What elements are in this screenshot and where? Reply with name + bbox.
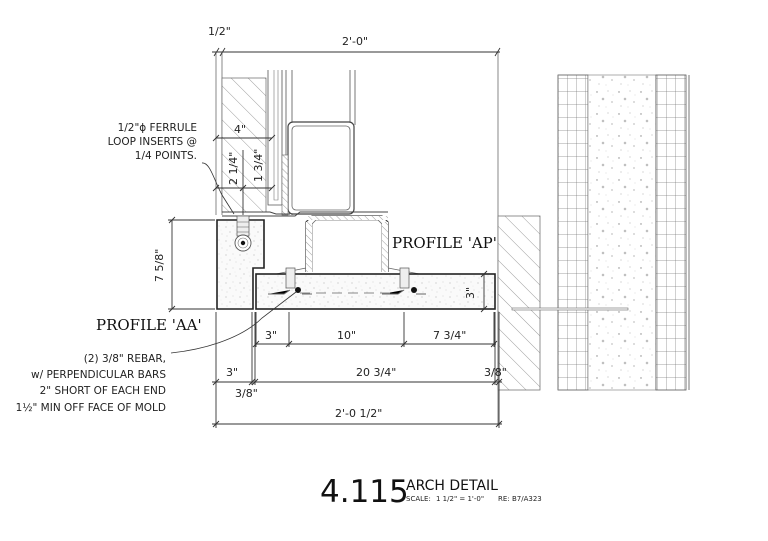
- upper-wall: [215, 52, 388, 217]
- svg-text:w/ PERPENDICULAR BARS: w/ PERPENDICULAR BARS: [31, 369, 166, 381]
- profile-aa-shape: [216, 219, 265, 310]
- detail-number: 4.115: [320, 474, 409, 510]
- detail-title: ARCH DETAIL: [406, 478, 498, 494]
- dim-top-overall: 2'-0": [342, 35, 368, 48]
- svg-text:1/2"ϕ FERRULE: 1/2"ϕ FERRULE: [118, 122, 197, 134]
- dim-seg-3: 3": [265, 329, 277, 342]
- dimension-lines: [168, 47, 503, 428]
- dim-seg-7-3-4: 7 3/4": [433, 329, 466, 342]
- dim-top-half: 1/2": [208, 25, 231, 38]
- dim-ap-width: 20 3/4": [356, 366, 396, 379]
- ref-label: RE:: [498, 495, 510, 503]
- dim-aa-width: 3": [226, 366, 238, 379]
- svg-text:1½" MIN OFF FACE OF MOLD: 1½" MIN OFF FACE OF MOLD: [16, 402, 166, 414]
- dim-gap-right: 3/8": [484, 366, 507, 379]
- dim-ferrule-1-3-4: 1 3/4": [252, 149, 265, 182]
- dim-aa-height: 7 5/8": [153, 249, 166, 282]
- dim-ferrule-2-1-4: 2 1/4": [227, 152, 240, 185]
- dim-gap-left: 3/8": [235, 387, 258, 400]
- scale-label: SCALE:: [406, 495, 431, 503]
- svg-text:LOOP INSERTS @: LOOP INSERTS @: [108, 136, 197, 148]
- dim-wall-4: 4": [234, 123, 246, 136]
- ferrule-note: 1/2"ϕ FERRULE LOOP INSERTS @ 1/4 POINTS.: [108, 122, 197, 162]
- rebar-note: (2) 3/8" REBAR, w/ PERPENDICULAR BARS 2"…: [16, 353, 167, 414]
- dim-overall-bottom: 2'-0 1/2": [335, 407, 382, 420]
- wall-section: [497, 52, 690, 425]
- ref-value: B7/A323: [512, 495, 542, 503]
- scale-value: 1 1/2" = 1'-0": [436, 495, 484, 503]
- leader-lines: [170, 162, 297, 354]
- profile-aa-label: PROFILE 'AA': [96, 316, 202, 334]
- svg-text:(2) 3/8" REBAR,: (2) 3/8" REBAR,: [84, 353, 166, 365]
- detail-title-block: 4.115 ARCH DETAIL SCALE: 1 1/2" = 1'-0" …: [320, 474, 542, 510]
- dim-ap-thickness: 3": [464, 287, 477, 299]
- dim-seg-10: 10": [337, 329, 356, 342]
- ferrule-insert: [234, 215, 252, 252]
- ap-inserts: [268, 267, 426, 295]
- svg-text:2" SHORT OF EACH END: 2" SHORT OF EACH END: [40, 385, 166, 397]
- profile-ap-label: PROFILE 'AP': [392, 234, 497, 252]
- svg-text:1/4 POINTS.: 1/4 POINTS.: [135, 150, 197, 162]
